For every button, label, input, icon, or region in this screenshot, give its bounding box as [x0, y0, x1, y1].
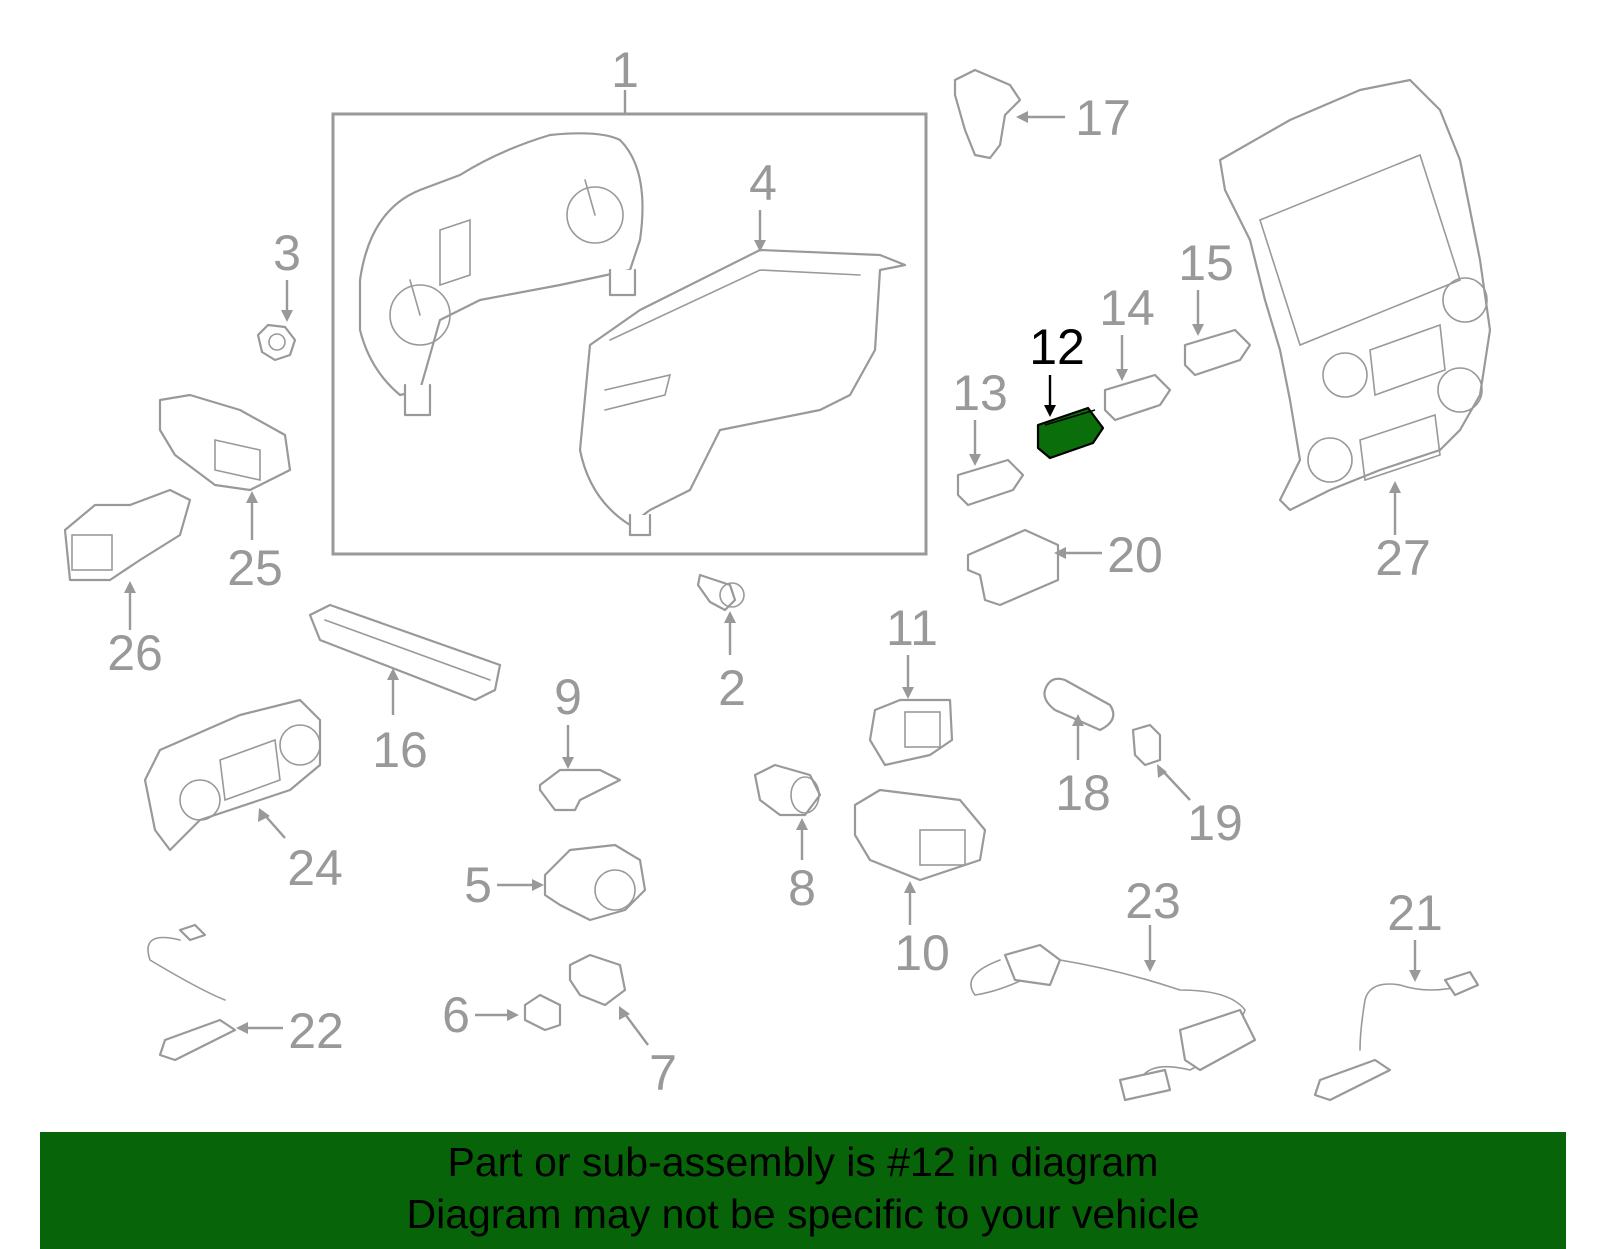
- part-15-switch[interactable]: [1183, 328, 1252, 377]
- callout-4: 4: [749, 155, 777, 211]
- part-16-trim-strip[interactable]: [308, 603, 502, 702]
- part-6-clip[interactable]: [523, 993, 562, 1032]
- callout-10: 10: [894, 925, 950, 981]
- part-19-clip[interactable]: [1131, 723, 1162, 767]
- part-7-connector[interactable]: [568, 953, 627, 1007]
- banner-line-2: Diagram may not be specific to your vehi…: [406, 1191, 1200, 1237]
- part-18-cylinder[interactable]: [1043, 677, 1115, 732]
- callout-9: 9: [554, 669, 582, 725]
- part-27-center-bezel[interactable]: [1218, 78, 1492, 512]
- part-24-climate-control[interactable]: [143, 698, 322, 852]
- part-12-switch-highlighted[interactable]: [1036, 406, 1105, 460]
- callout-12: 12: [1029, 319, 1085, 375]
- part-10-switch-housing[interactable]: [853, 788, 987, 882]
- banner-line-1: Part or sub-assembly is #12 in diagram: [447, 1139, 1159, 1185]
- part-9-bracket[interactable]: [538, 768, 622, 812]
- callout-17: 17: [1075, 90, 1131, 146]
- callout-22: 22: [288, 1003, 344, 1059]
- part-14-switch[interactable]: [1103, 373, 1172, 422]
- callout-21: 21: [1387, 885, 1443, 941]
- callout-20: 20: [1107, 527, 1163, 583]
- callout-2: 2: [718, 660, 746, 716]
- callout-24: 24: [287, 840, 343, 896]
- info-banner: Part or sub-assembly is #12 in diagram D…: [40, 1132, 1566, 1249]
- callout-13: 13: [952, 365, 1008, 421]
- part-11-module[interactable]: [868, 698, 954, 767]
- part-gauge-face[interactable]: [358, 132, 644, 417]
- callout-7: 7: [649, 1045, 677, 1101]
- callout-26: 26: [107, 625, 163, 681]
- part-25-switch[interactable]: [158, 393, 292, 492]
- callout-14: 14: [1099, 280, 1155, 336]
- part-8-power-socket[interactable]: [753, 763, 822, 817]
- part-26-socket[interactable]: [63, 488, 192, 582]
- callout-1: 1: [611, 42, 639, 98]
- callout-15: 15: [1178, 235, 1234, 291]
- part-21-sensor-harness[interactable]: [1313, 970, 1480, 1102]
- callout-16: 16: [372, 722, 428, 778]
- callout-11: 11: [886, 600, 938, 656]
- callout-25: 25: [227, 540, 283, 596]
- parts-diagram: 1 2 3 4 5 6 7 8 9 10 11 12 13 14 15 16 1…: [63, 42, 1492, 1102]
- callout-3: 3: [273, 225, 301, 281]
- part-3-nut[interactable]: [256, 323, 297, 362]
- callout-18: 18: [1055, 765, 1111, 821]
- part-2-screw[interactable]: [696, 573, 745, 612]
- callout-8: 8: [788, 860, 816, 916]
- part-5-knob-module[interactable]: [543, 843, 647, 922]
- part-13-switch[interactable]: [956, 458, 1025, 507]
- callout-6: 6: [442, 987, 470, 1043]
- callout-23: 23: [1125, 873, 1181, 929]
- part-4-cluster-housing[interactable]: [578, 248, 907, 537]
- part-17-clip[interactable]: [953, 68, 1022, 160]
- part-23-wire-harness[interactable]: [970, 943, 1257, 1102]
- callout-27: 27: [1375, 530, 1431, 586]
- callout-19: 19: [1187, 795, 1243, 851]
- part-22-sensor-harness[interactable]: [147, 923, 237, 1062]
- part-20-bezel[interactable]: [966, 528, 1060, 607]
- callout-5: 5: [464, 857, 492, 913]
- cluster-assembly-box: [331, 112, 928, 556]
